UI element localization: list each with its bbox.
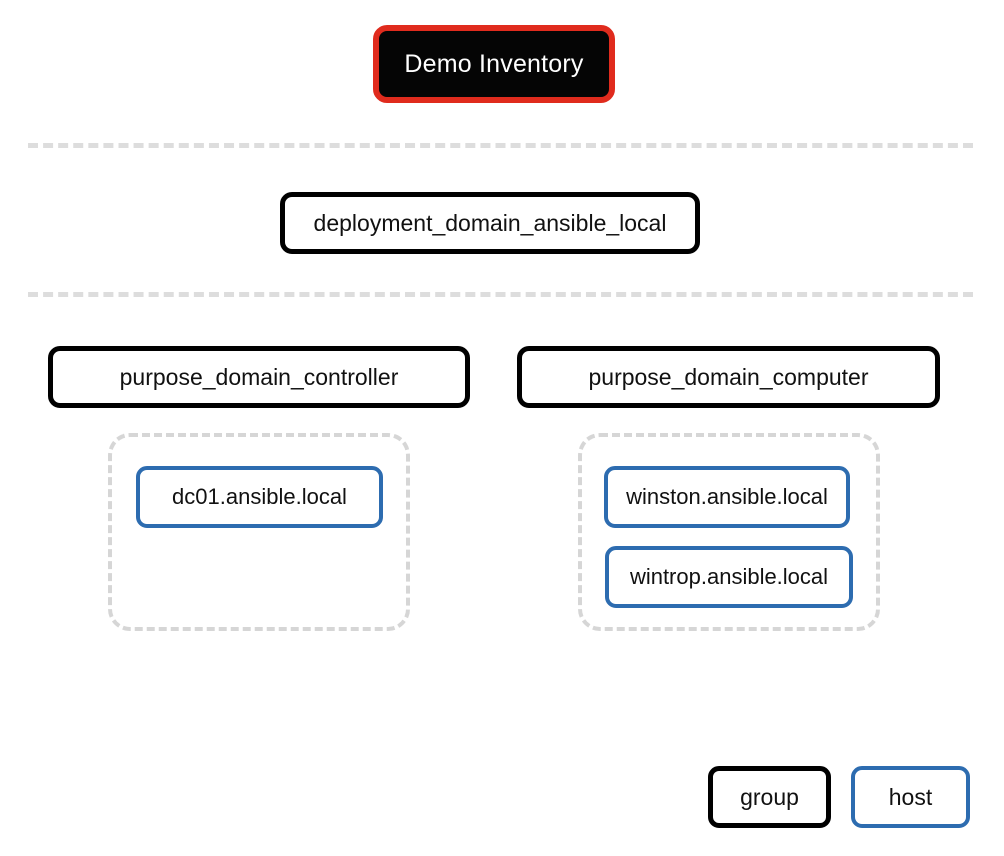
legend-item-label: host — [888, 783, 933, 810]
host-node-label: winston.ansible.local — [626, 484, 828, 509]
separator-below-deployment — [28, 292, 973, 297]
host-node-winston[interactable]: winston.ansible.local — [604, 466, 850, 528]
separator-below-inventory — [28, 143, 973, 148]
group-node-label: purpose_domain_controller — [119, 363, 399, 390]
host-container-purpose-domain-controller — [108, 433, 410, 631]
group-node-purpose-domain-computer[interactable]: purpose_domain_computer — [517, 346, 940, 408]
legend-item-group: group — [708, 766, 831, 828]
group-node-label: purpose_domain_computer — [588, 363, 869, 390]
group-node-label: deployment_domain_ansible_local — [313, 209, 667, 236]
group-node-purpose-domain-controller[interactable]: purpose_domain_controller — [48, 346, 470, 408]
host-node-label: wintrop.ansible.local — [629, 564, 829, 589]
host-node-dc01[interactable]: dc01.ansible.local — [136, 466, 383, 528]
group-node-deployment-domain-ansible-local[interactable]: deployment_domain_ansible_local — [280, 192, 700, 254]
inventory-root-label: Demo Inventory — [404, 49, 584, 78]
host-container-purpose-domain-computer — [578, 433, 880, 631]
host-node-wintrop[interactable]: wintrop.ansible.local — [605, 546, 853, 608]
legend-item-host: host — [851, 766, 970, 828]
legend-item-label: group — [740, 783, 799, 810]
inventory-root-node[interactable]: Demo Inventory — [373, 25, 615, 103]
host-node-label: dc01.ansible.local — [172, 484, 347, 509]
